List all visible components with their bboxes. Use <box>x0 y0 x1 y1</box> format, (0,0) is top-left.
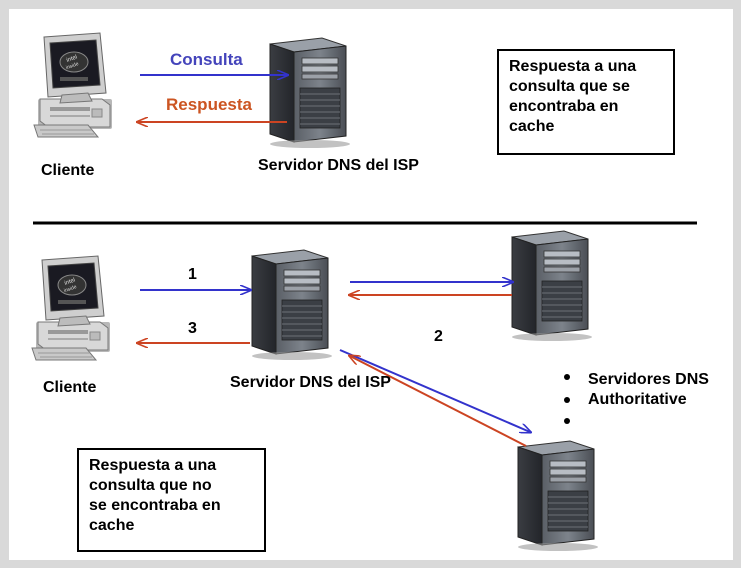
response-from-authoritative-arrow <box>350 356 527 447</box>
server-label: Servidor DNS del ISP <box>258 157 419 174</box>
bullet-dot <box>564 418 570 424</box>
note-line: Respuesta a una <box>89 457 217 474</box>
note-line: encontraba en <box>509 98 619 115</box>
server-tower-icon <box>269 37 351 149</box>
note-line: consulta que no <box>89 477 212 494</box>
client-label: Cliente <box>43 379 96 396</box>
note-line: cache <box>89 517 135 534</box>
query-to-authoritative-arrow <box>339 349 530 432</box>
desktop-computer-icon <box>33 32 113 138</box>
step-1-label: 1 <box>188 266 197 283</box>
bullet-dot <box>564 374 570 380</box>
note-line: cache <box>509 118 555 135</box>
note-line: Respuesta a una <box>509 58 637 75</box>
note-line: se encontraba en <box>89 497 221 514</box>
server-label: Servidor DNS del ISP <box>230 374 391 391</box>
authoritative-servers-label: Servidores DNS <box>588 371 709 388</box>
bullet-dot <box>564 397 570 403</box>
server-tower-icon <box>511 230 593 342</box>
cached-response-note: Respuesta a una consulta que se encontra… <box>497 49 675 155</box>
step-3-label: 3 <box>188 320 197 337</box>
authoritative-servers-label: Authoritative <box>588 391 687 408</box>
step-2-label: 2 <box>434 328 443 345</box>
response-label: Respuesta <box>166 95 253 114</box>
server-tower-icon <box>251 249 333 361</box>
uncached-response-note: Respuesta a una consulta que no se encon… <box>77 448 266 552</box>
desktop-computer-icon <box>31 255 111 361</box>
server-tower-icon <box>517 440 599 552</box>
client-label: Cliente <box>41 162 94 179</box>
query-label: Consulta <box>170 50 243 69</box>
note-line: consulta que se <box>509 78 630 95</box>
